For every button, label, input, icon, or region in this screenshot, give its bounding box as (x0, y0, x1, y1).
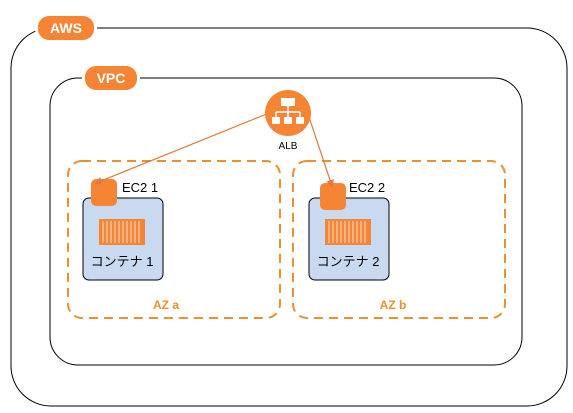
load-balancer-icon (265, 90, 311, 136)
alb-label: ALB (279, 141, 298, 152)
alb-to-ec2-2-arrow (306, 110, 334, 188)
ec2-1-instance-icon (91, 179, 117, 206)
vpc-badge: VPC (82, 63, 140, 92)
vpc-badge-pill (85, 66, 137, 90)
aws-badge: AWS (35, 13, 97, 42)
ec2-1-label: EC2 1 (122, 180, 158, 195)
container-1-icon (99, 219, 145, 245)
vpc-boundary (49, 77, 523, 366)
az-b-label: AZ b (380, 298, 407, 312)
alb-to-ec2-1-arrow (94, 112, 270, 185)
az-a-boundary (67, 160, 281, 319)
container-1-label: コンテナ 1 (91, 254, 154, 269)
container-2-icon (325, 219, 371, 245)
ec2-2-label: EC2 2 (349, 180, 385, 195)
az-b-boundary (292, 160, 506, 319)
aws-label: AWS (50, 20, 82, 36)
ec2-2-instance-icon (320, 183, 346, 210)
az-a-label: AZ a (153, 298, 179, 312)
aws-badge-pill (38, 16, 94, 40)
container-2-label: コンテナ 2 (317, 254, 380, 269)
vpc-label: VPC (97, 70, 126, 86)
